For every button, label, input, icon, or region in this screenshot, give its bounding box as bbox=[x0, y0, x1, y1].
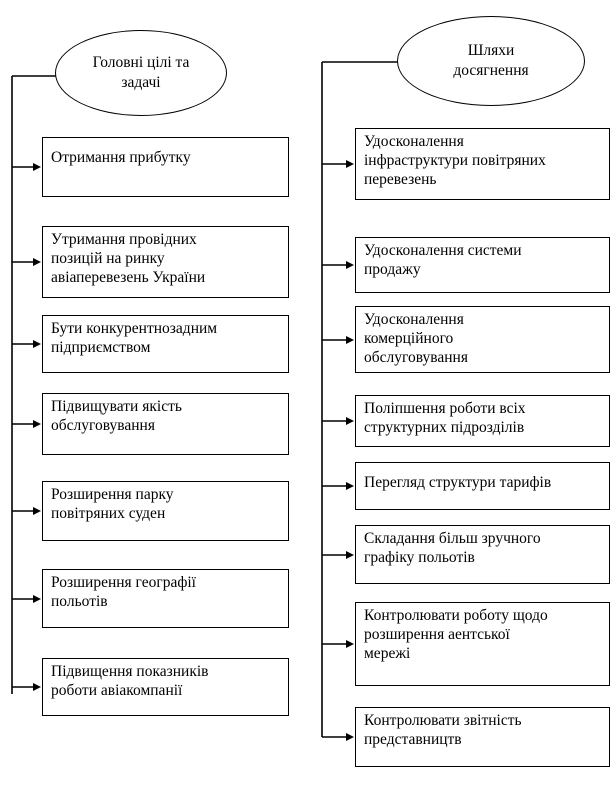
goals-box-3: Бути конкурентнозадним підприємством bbox=[42, 315, 289, 373]
goals-box-1-line-1: Отримання прибутку bbox=[51, 149, 191, 166]
ways-box-1-line-3: перевезень bbox=[364, 171, 437, 188]
goals-arrowhead-2 bbox=[33, 258, 41, 266]
ways-box-7-line-1: Контролювати роботу щодо bbox=[364, 607, 548, 624]
goals-box-7: Підвищення показників роботи авіакомпанії bbox=[42, 658, 289, 716]
goals-box-6-line-1: Розширення географії bbox=[51, 574, 196, 591]
ways-arrowhead-7 bbox=[346, 640, 354, 648]
ways-box-6: Складання більш зручного графіку польотів bbox=[355, 525, 610, 584]
ways-box-6-line-2: графіку польотів bbox=[364, 549, 475, 566]
ways-box-8-line-2: представництв bbox=[364, 731, 462, 748]
goals-box-6: Розширення географії польотів bbox=[42, 569, 289, 628]
goals-box-2: Утримання провідних позицій на ринку авіап… bbox=[42, 226, 289, 298]
ways-header-line-1: Шляхи bbox=[467, 42, 515, 59]
goals-box-3-line-1: Бути конкурентнозадним bbox=[51, 320, 218, 337]
ways-arrowhead-2 bbox=[346, 261, 354, 269]
ways-arrowhead-5 bbox=[346, 482, 354, 490]
ways-box-3: Удосконалення комерційного обслуговування bbox=[355, 306, 610, 373]
ways-box-3-line-2: комерційного bbox=[364, 330, 454, 347]
ways-box-6-line-1: Складання більш зручного bbox=[364, 530, 541, 547]
ways-box-1: Удосконалення інфраструктури повітряних пе… bbox=[355, 128, 610, 200]
goals-box-4-line-1: Підвищувати якість bbox=[51, 398, 182, 415]
goals-box-5: Розширення парку повітряних суден bbox=[42, 481, 289, 541]
ways-arrowhead-4 bbox=[346, 417, 354, 425]
goals-box-7-line-1: Підвищення показників bbox=[51, 663, 209, 680]
goals-header-line-2: задачі bbox=[121, 74, 161, 91]
goals-box-4-line-2: обслуговування bbox=[51, 417, 155, 434]
ways-arrowhead-1 bbox=[346, 160, 354, 168]
goals-box-2-line-3: авіаперевезень України bbox=[51, 269, 206, 286]
ways-box-1-line-2: інфраструктури повітряних bbox=[364, 152, 546, 169]
goals-arrowhead-1 bbox=[33, 163, 41, 171]
ways-box-1-line-1: Удосконалення bbox=[364, 133, 464, 150]
goals-arrowhead-7 bbox=[33, 683, 41, 691]
ways-box-5-line-1: Перегляд структури тарифів bbox=[364, 474, 552, 491]
goals-box-1: Отримання прибутку bbox=[42, 137, 289, 197]
goals-box-3-line-2: підприємством bbox=[51, 339, 151, 356]
ways-arrowhead-6 bbox=[346, 551, 354, 559]
goals-arrowhead-4 bbox=[33, 420, 41, 428]
ways-box-4: Поліпшення роботи всіх структурних підроз… bbox=[355, 395, 610, 447]
ways-box-3-line-3: обслуговування bbox=[364, 349, 468, 366]
ways-arrowhead-3 bbox=[346, 336, 354, 344]
ways-box-4-line-2: структурних підрозділів bbox=[364, 419, 525, 436]
goals-box-7-line-2: роботи авіакомпанії bbox=[51, 682, 183, 699]
goals-header-line-1: Головні цілі та bbox=[92, 54, 190, 71]
goals-box-6-line-2: польотів bbox=[51, 593, 108, 610]
goals-box-5-line-2: повітряних суден bbox=[51, 505, 166, 522]
ways-box-2-line-1: Удосконалення системи bbox=[364, 242, 522, 259]
goals-arrowhead-5 bbox=[33, 507, 41, 515]
ways-box-7: Контролювати роботу щодо розширення аентс… bbox=[355, 602, 610, 686]
ways-header-line-2: досягнення bbox=[453, 62, 529, 79]
ways-box-7-line-3: мережі bbox=[364, 645, 411, 662]
ways-arrowhead-8 bbox=[346, 733, 354, 741]
goals-box-2-line-1: Утримання провідних bbox=[51, 231, 197, 248]
ways-box-4-line-1: Поліпшення роботи всіх bbox=[364, 400, 526, 417]
ways-box-5: Перегляд структури тарифів bbox=[355, 462, 610, 510]
ways-box-2: Удосконалення системи продажу bbox=[355, 237, 610, 293]
goals-arrowhead-6 bbox=[33, 595, 41, 603]
ways-box-2-line-2: продажу bbox=[364, 261, 421, 278]
goals-box-5-line-1: Розширення парку bbox=[51, 486, 174, 503]
goals-box-2-line-2: позицій на ринку bbox=[51, 250, 165, 267]
ways-box-8-line-1: Контролювати звітність bbox=[364, 712, 522, 729]
ways-header-ellipse: Шляхи досягнення bbox=[397, 16, 585, 106]
ways-box-8: Контролювати звітність представництв bbox=[355, 707, 610, 767]
goals-arrowhead-3 bbox=[33, 340, 41, 348]
goals-box-4: Підвищувати якість обслуговування bbox=[42, 393, 289, 455]
goals-header-ellipse: Головні цілі та задачі bbox=[55, 30, 227, 116]
ways-box-7-line-2: розширення аентської bbox=[364, 626, 510, 643]
ways-box-3-line-1: Удосконалення bbox=[364, 311, 464, 328]
